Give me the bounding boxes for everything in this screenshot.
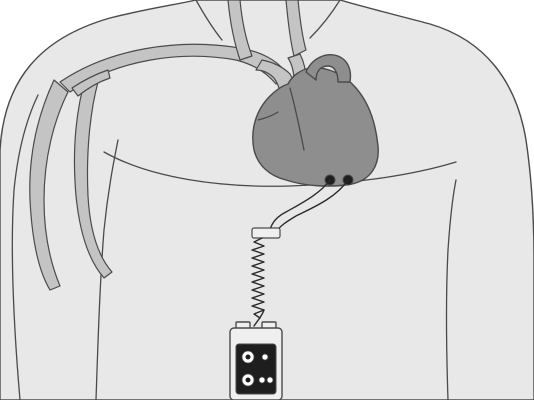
circle-knob-center-icon-2 <box>246 378 251 383</box>
small-dot-icon <box>262 354 268 360</box>
lead-connector <box>252 228 280 238</box>
device-control-panel <box>236 344 276 394</box>
small-dot-icon-3 <box>267 377 273 383</box>
circle-knob-center-icon <box>246 355 251 360</box>
small-dot-icon-2 <box>259 377 265 383</box>
